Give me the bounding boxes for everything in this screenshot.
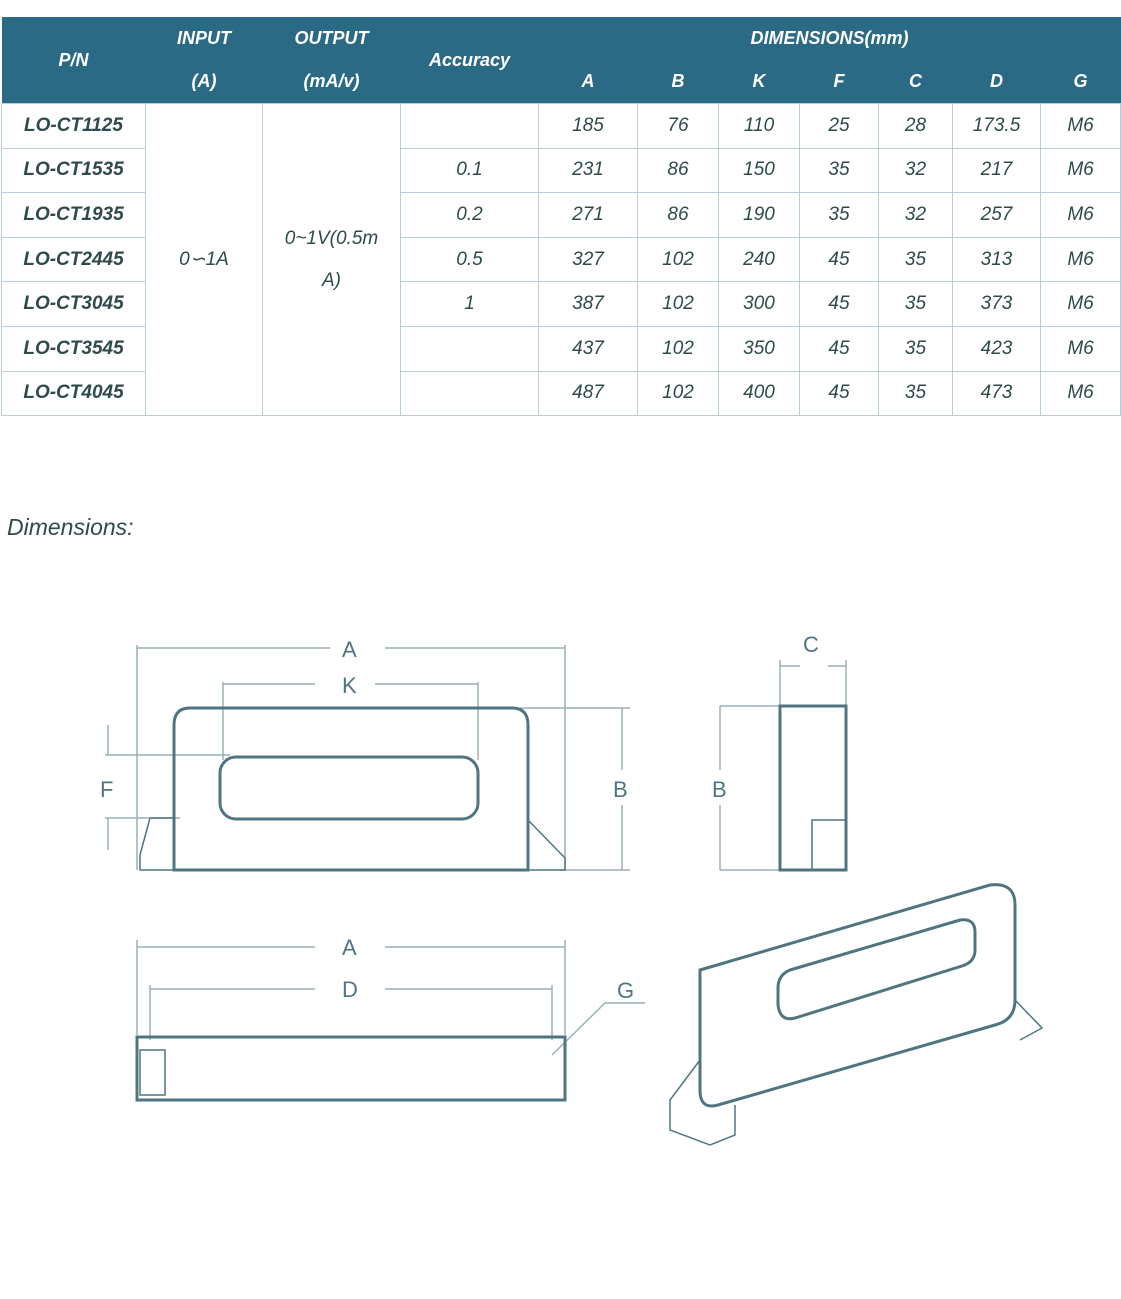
cell-dim: 25: [799, 103, 879, 149]
label-b: B: [613, 777, 628, 802]
header-g: G: [1040, 60, 1121, 104]
cell-dim: 45: [799, 236, 879, 283]
header-accuracy: Accuracy: [400, 17, 539, 104]
cell-dim: 35: [799, 192, 879, 238]
label-c: C: [803, 632, 819, 657]
dimension-drawing: A K F B B C A D G: [100, 632, 1044, 1146]
label-k: K: [342, 673, 357, 698]
cell-dim: 387: [538, 281, 638, 327]
cell-dim: 35: [799, 147, 879, 194]
header-b: B: [637, 60, 719, 104]
cell-dim: 190: [718, 192, 800, 238]
cell-dim: M6: [1039, 147, 1121, 194]
cell-accuracy: 0.1: [400, 147, 539, 194]
header-k: K: [718, 60, 800, 104]
cell-dim: 240: [718, 236, 800, 283]
header-input: INPUT: [145, 17, 263, 60]
cell-dim: 35: [878, 370, 953, 417]
section-title: Dimensions:: [7, 514, 134, 540]
cell-accuracy: 0.2: [400, 192, 539, 238]
header-input-unit: (A): [145, 60, 263, 104]
cell-dim: 173.5: [952, 103, 1041, 149]
cell-accuracy: [400, 370, 539, 417]
cell-dim: 257: [952, 192, 1041, 238]
cell-dim: 35: [878, 325, 953, 372]
label-f: F: [100, 777, 113, 802]
cell-accuracy: [400, 103, 539, 149]
cell-dim: 487: [538, 370, 638, 417]
cell-pn: LO-CT2445: [1, 236, 146, 283]
cell-accuracy: 1: [400, 281, 539, 327]
cell-dim: 300: [718, 281, 800, 327]
cell-dim: 350: [718, 325, 800, 372]
label-a-bottom: A: [342, 935, 357, 960]
cell-dim: 473: [952, 370, 1041, 417]
cell-dim: 102: [637, 236, 719, 283]
output-value: 0~1V(0.5mA): [284, 227, 379, 291]
cell-dim: 32: [878, 192, 953, 238]
cell-dim: 217: [952, 147, 1041, 194]
header-output-unit: (mA/v): [262, 60, 401, 104]
spec-table: P/N INPUT OUTPUT Accuracy DIMENSIONS(mm)…: [1, 17, 1121, 417]
cell-dim: 102: [637, 281, 719, 327]
label-d: D: [342, 977, 358, 1002]
cell-dim: 45: [799, 370, 879, 417]
cell-dim: 231: [538, 147, 638, 194]
cell-dim: 185: [538, 103, 638, 149]
header-dimensions: DIMENSIONS(mm): [538, 17, 1121, 60]
header-pn: P/N: [1, 17, 146, 104]
cell-dim: M6: [1039, 281, 1121, 327]
cell-dim: 313: [952, 236, 1041, 283]
cell-dim: 373: [952, 281, 1041, 327]
header-output: OUTPUT: [262, 17, 401, 60]
cell-dim: M6: [1039, 370, 1121, 417]
cell-dim: 86: [637, 192, 719, 238]
cell-accuracy: [400, 325, 539, 372]
cell-output: 0~1V(0.5mA): [262, 102, 401, 417]
label-g: G: [617, 978, 634, 1003]
cell-dim: 28: [878, 103, 953, 149]
cell-dim: 86: [637, 147, 719, 194]
cell-dim: 102: [637, 370, 719, 417]
cell-accuracy: 0.5: [400, 236, 539, 283]
cell-dim: 45: [799, 325, 879, 372]
cell-dim: M6: [1039, 103, 1121, 149]
cell-pn: LO-CT4045: [1, 370, 146, 417]
cell-pn: LO-CT3545: [1, 325, 146, 372]
cell-dim: 76: [637, 103, 719, 149]
cell-dim: 102: [637, 325, 719, 372]
label-a: A: [342, 637, 357, 662]
cell-pn: LO-CT1125: [1, 103, 146, 149]
cell-dim: 150: [718, 147, 800, 194]
cell-dim: M6: [1039, 192, 1121, 238]
cell-pn: LO-CT3045: [1, 281, 146, 327]
cell-dim: M6: [1039, 325, 1121, 372]
header-c: C: [878, 60, 953, 104]
cell-dim: 32: [878, 147, 953, 194]
label-b-side: B: [712, 777, 727, 802]
header-a: A: [538, 60, 638, 104]
cell-dim: M6: [1039, 236, 1121, 283]
cell-dim: 35: [878, 236, 953, 283]
cell-dim: 110: [718, 103, 800, 149]
header-d: D: [952, 60, 1041, 104]
cell-dim: 271: [538, 192, 638, 238]
cell-dim: 423: [952, 325, 1041, 372]
cell-pn: LO-CT1535: [1, 147, 146, 194]
cell-dim: 437: [538, 325, 638, 372]
header-f: F: [799, 60, 879, 104]
cell-dim: 400: [718, 370, 800, 417]
cell-dim: 35: [878, 281, 953, 327]
cell-pn: LO-CT1935: [1, 192, 146, 238]
cell-dim: 327: [538, 236, 638, 283]
cell-dim: 45: [799, 281, 879, 327]
cell-input: 0∽1A: [145, 102, 263, 417]
